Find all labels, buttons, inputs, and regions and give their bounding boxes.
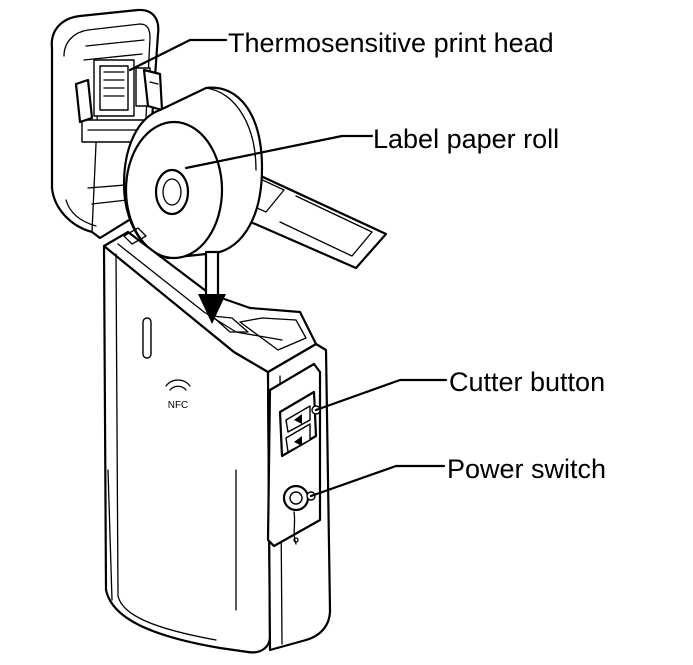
callout-print-head: Thermosensitive print head <box>228 28 554 58</box>
nfc-badge: NFC <box>165 379 191 411</box>
print-head <box>81 59 151 143</box>
leader-cutter-button <box>314 378 448 412</box>
leader-print-head <box>128 38 228 72</box>
callout-cutter-button: Cutter button <box>449 367 606 397</box>
callout-power-switch: Power switch <box>447 454 607 484</box>
label-paper-roll <box>122 86 264 260</box>
insert-arrow <box>198 250 226 324</box>
lid-latch <box>142 68 164 112</box>
leader-paper-roll <box>184 134 374 170</box>
leader-power-switch <box>309 464 446 498</box>
indicator-slot <box>142 317 152 359</box>
cutter-button[interactable] <box>278 390 321 458</box>
lid-hinge-left <box>74 78 94 124</box>
callout-paper-roll: Label paper roll <box>373 124 560 154</box>
power-switch[interactable] <box>282 484 316 545</box>
nfc-label: NFC <box>168 400 189 411</box>
